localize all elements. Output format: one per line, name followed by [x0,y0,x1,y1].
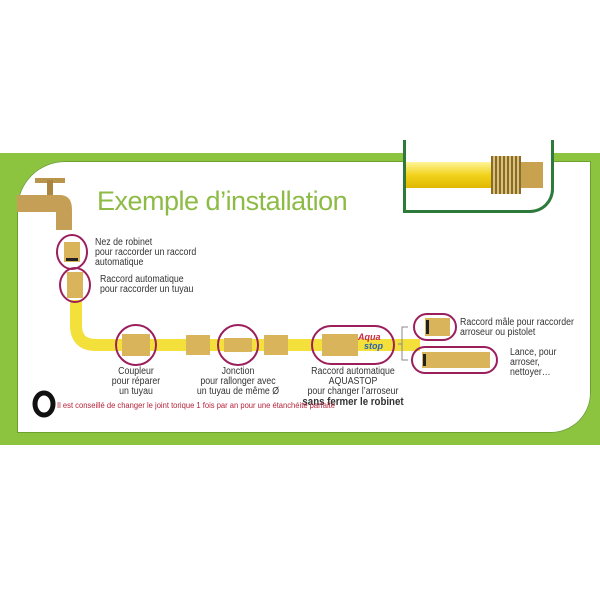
raccord-fitting [67,272,83,298]
hose-closeup-inset [403,140,554,213]
hose [70,300,420,351]
o-ring-icon [32,390,56,418]
connector-closeup [491,156,521,194]
jonction-center [224,338,252,352]
page-title: Exemple d’installation [97,186,348,216]
jonction-right [264,335,288,355]
male-fitting [425,318,450,336]
bracket [398,326,408,361]
circle-lance [411,346,498,374]
jonction-left [186,335,210,355]
o-ring-note: Il est conseillé de changer le joint tor… [57,401,336,410]
circle-raccord [59,267,91,303]
circle-jonction [217,324,259,366]
circle-aquastop [311,325,395,365]
nez-fitting [64,242,80,262]
coupleur-fitting [122,334,150,356]
hose-closeup [406,162,496,188]
tap-icon [17,178,72,230]
connector-end [521,162,543,188]
lance-fitting [422,352,490,368]
circle-coupleur [115,324,157,366]
aquastop-logo: Aqua stop [358,333,383,351]
aquastop-fitting [322,334,358,356]
logo-aqua: Aqua [358,332,381,342]
logo-stop: stop [364,341,383,351]
circle-male [413,313,457,341]
